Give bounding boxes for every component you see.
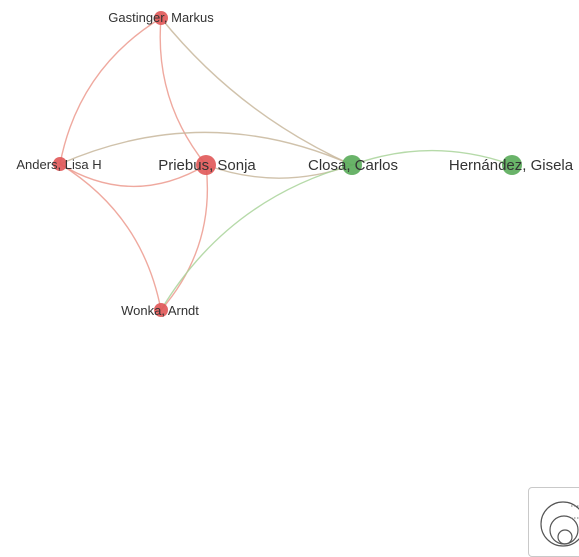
link-gastinger-anders: [59, 17, 162, 165]
link-closa-hernandez: [351, 149, 513, 166]
link-anders-wonka: [59, 163, 162, 311]
node-label-closa: Closa, Carlos: [308, 157, 398, 174]
node-anders[interactable]: [53, 157, 67, 171]
node-label-priebus: Priebus, Sonja: [158, 157, 256, 174]
link-gastinger-priebus: [159, 17, 207, 166]
link-priebus-wonka: [160, 164, 209, 311]
node-hernandez[interactable]: [502, 155, 522, 175]
nodes-layer: [53, 11, 522, 317]
node-gastinger[interactable]: [154, 11, 168, 25]
node-label-gastinger: Gastinger, Markus: [108, 10, 214, 25]
node-wonka[interactable]: [154, 303, 168, 317]
link-anders-priebus: [59, 163, 207, 188]
node-label-anders: Anders, Lisa H: [16, 157, 101, 172]
link-gastinger-closa: [160, 17, 353, 166]
zoom-control[interactable]: [528, 487, 579, 557]
node-closa[interactable]: [342, 155, 362, 175]
link-closa-wonka: [160, 164, 353, 311]
node-priebus[interactable]: [196, 155, 216, 175]
node-label-hernandez: Hernández, Gisela: [449, 157, 574, 174]
links-layer: [59, 17, 513, 311]
zoom-circles-icon: [540, 501, 579, 547]
node-label-wonka: Wonka, Arndt: [121, 303, 199, 318]
link-anders-closa: [59, 131, 353, 166]
